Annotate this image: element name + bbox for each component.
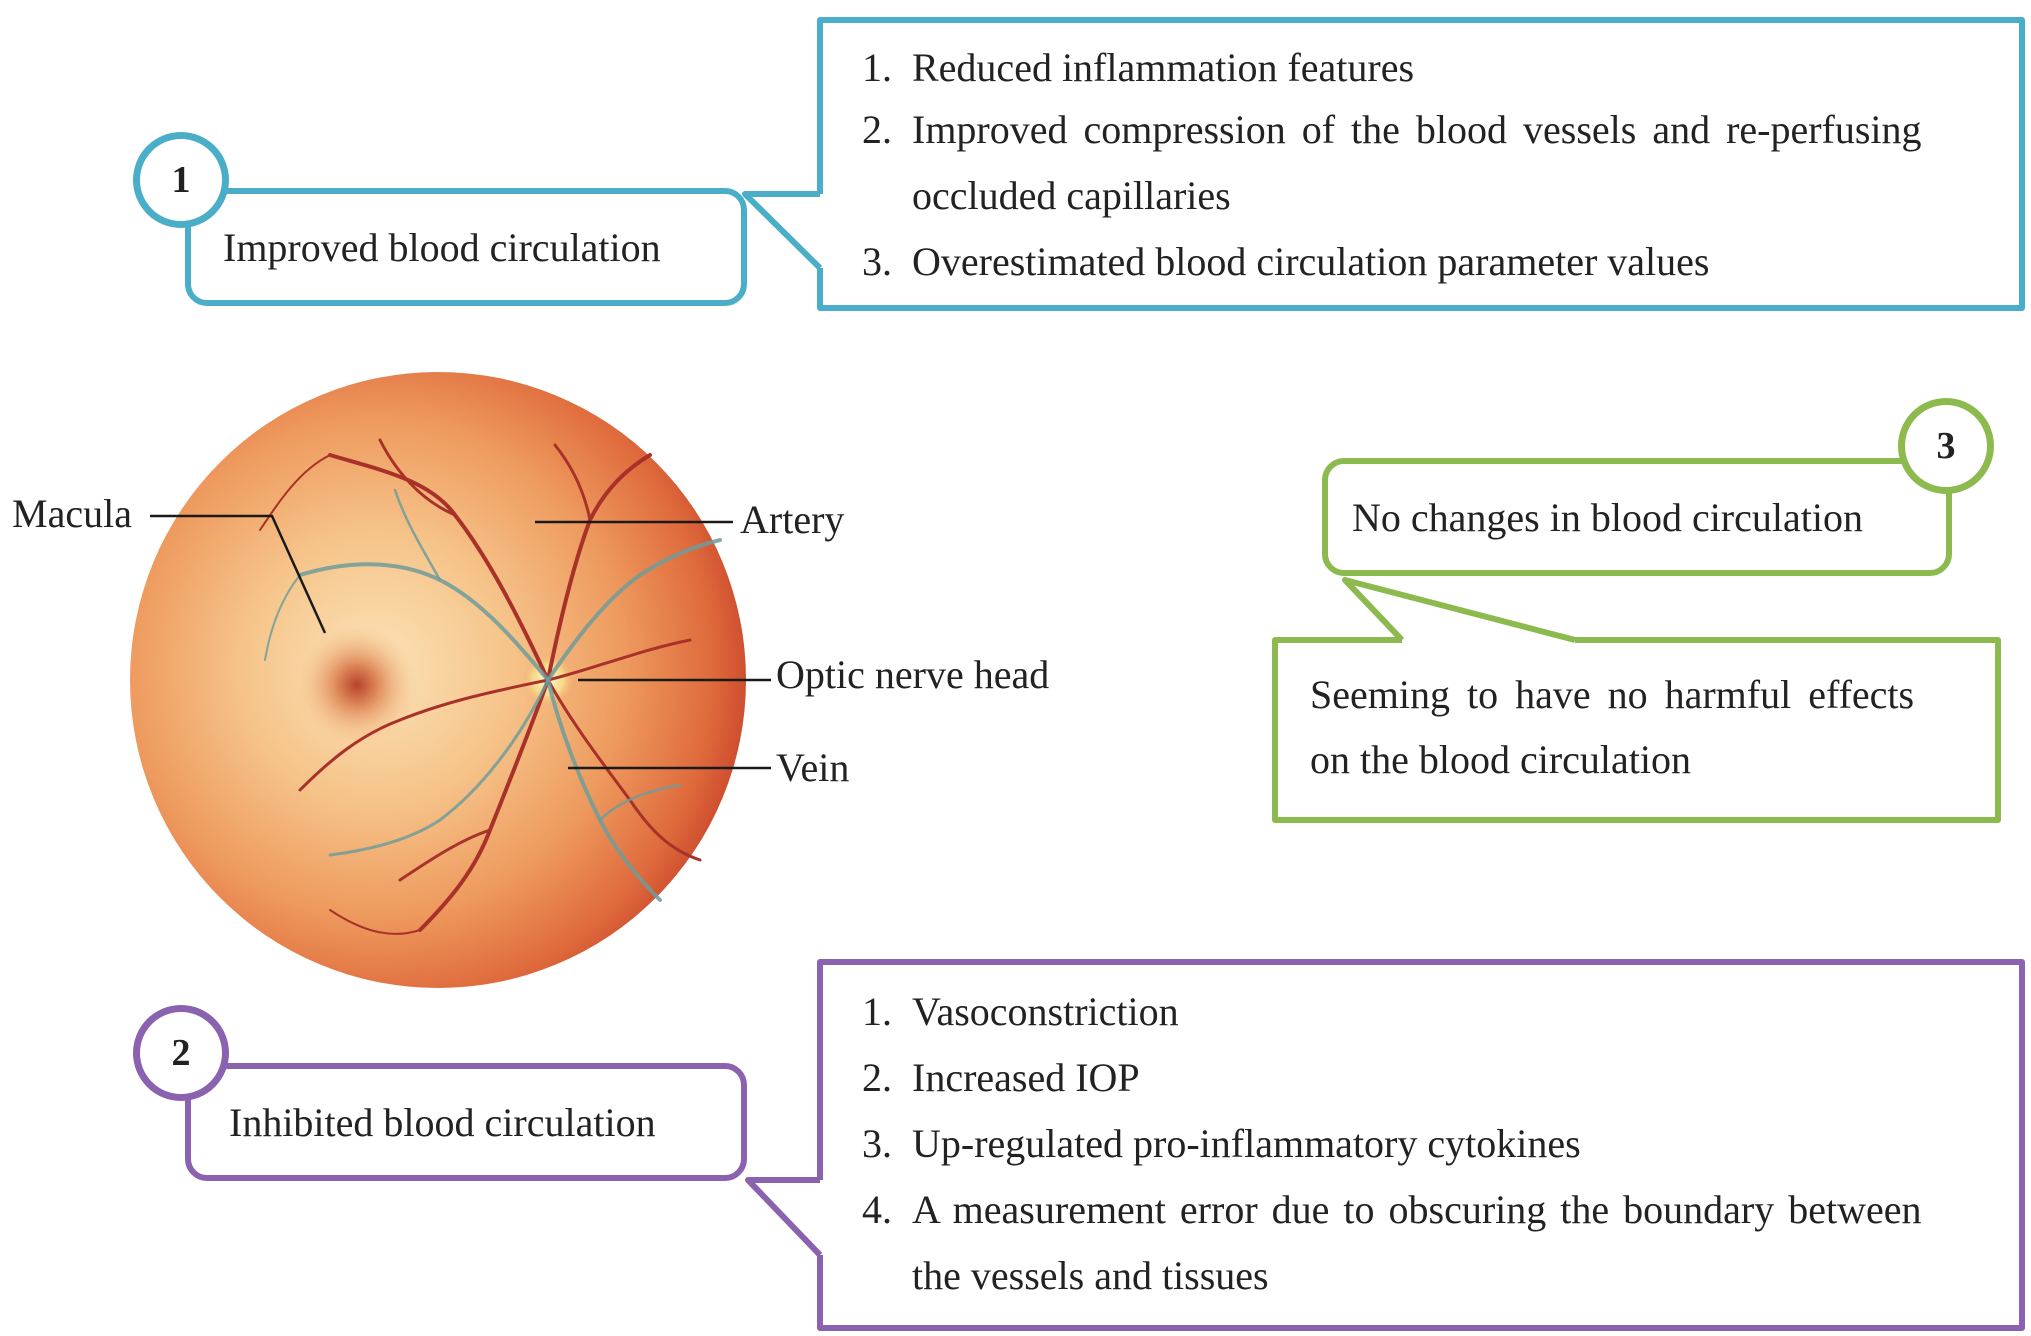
inhibited-title: Inhibited blood circulation <box>229 1100 656 1145</box>
improved-number: 1 <box>171 159 191 201</box>
eye-fundus-image <box>130 372 746 988</box>
inhibited-number: 2 <box>171 1032 191 1074</box>
no-change-number: 3 <box>1936 425 1956 467</box>
vein-label: Vein <box>776 745 850 790</box>
no-change-detail-line1: Seeming to have no harmful effects <box>1310 672 1915 717</box>
inhibited-title-box: Inhibited blood circulation <box>185 1063 747 1181</box>
no-change-detail-line2: on the blood circulation <box>1310 737 1692 782</box>
macula-leader-line <box>150 514 327 634</box>
improved-title: Improved blood circulation <box>223 225 661 270</box>
macula-label: Macula <box>12 491 132 536</box>
inhibited-number-badge: 2 <box>133 1005 229 1101</box>
eye-leader-lines <box>150 514 771 770</box>
macula-spot <box>297 625 417 745</box>
improved-title-box: Improved blood circulation <box>185 188 747 306</box>
artery-label: Artery <box>740 497 845 542</box>
optic-nerve-head-label: Optic nerve head <box>776 652 1050 697</box>
improved-number-badge: 1 <box>133 132 229 228</box>
improved-callout-connector <box>742 17 2025 311</box>
no-change-title-box: No changes in blood circulation <box>1322 458 1952 576</box>
no-change-callout-connector <box>1272 577 2001 823</box>
no-change-number-badge: 3 <box>1898 398 1994 494</box>
no-change-title: No changes in blood circulation <box>1352 495 1863 540</box>
inhibited-callout-connector <box>745 959 2025 1331</box>
